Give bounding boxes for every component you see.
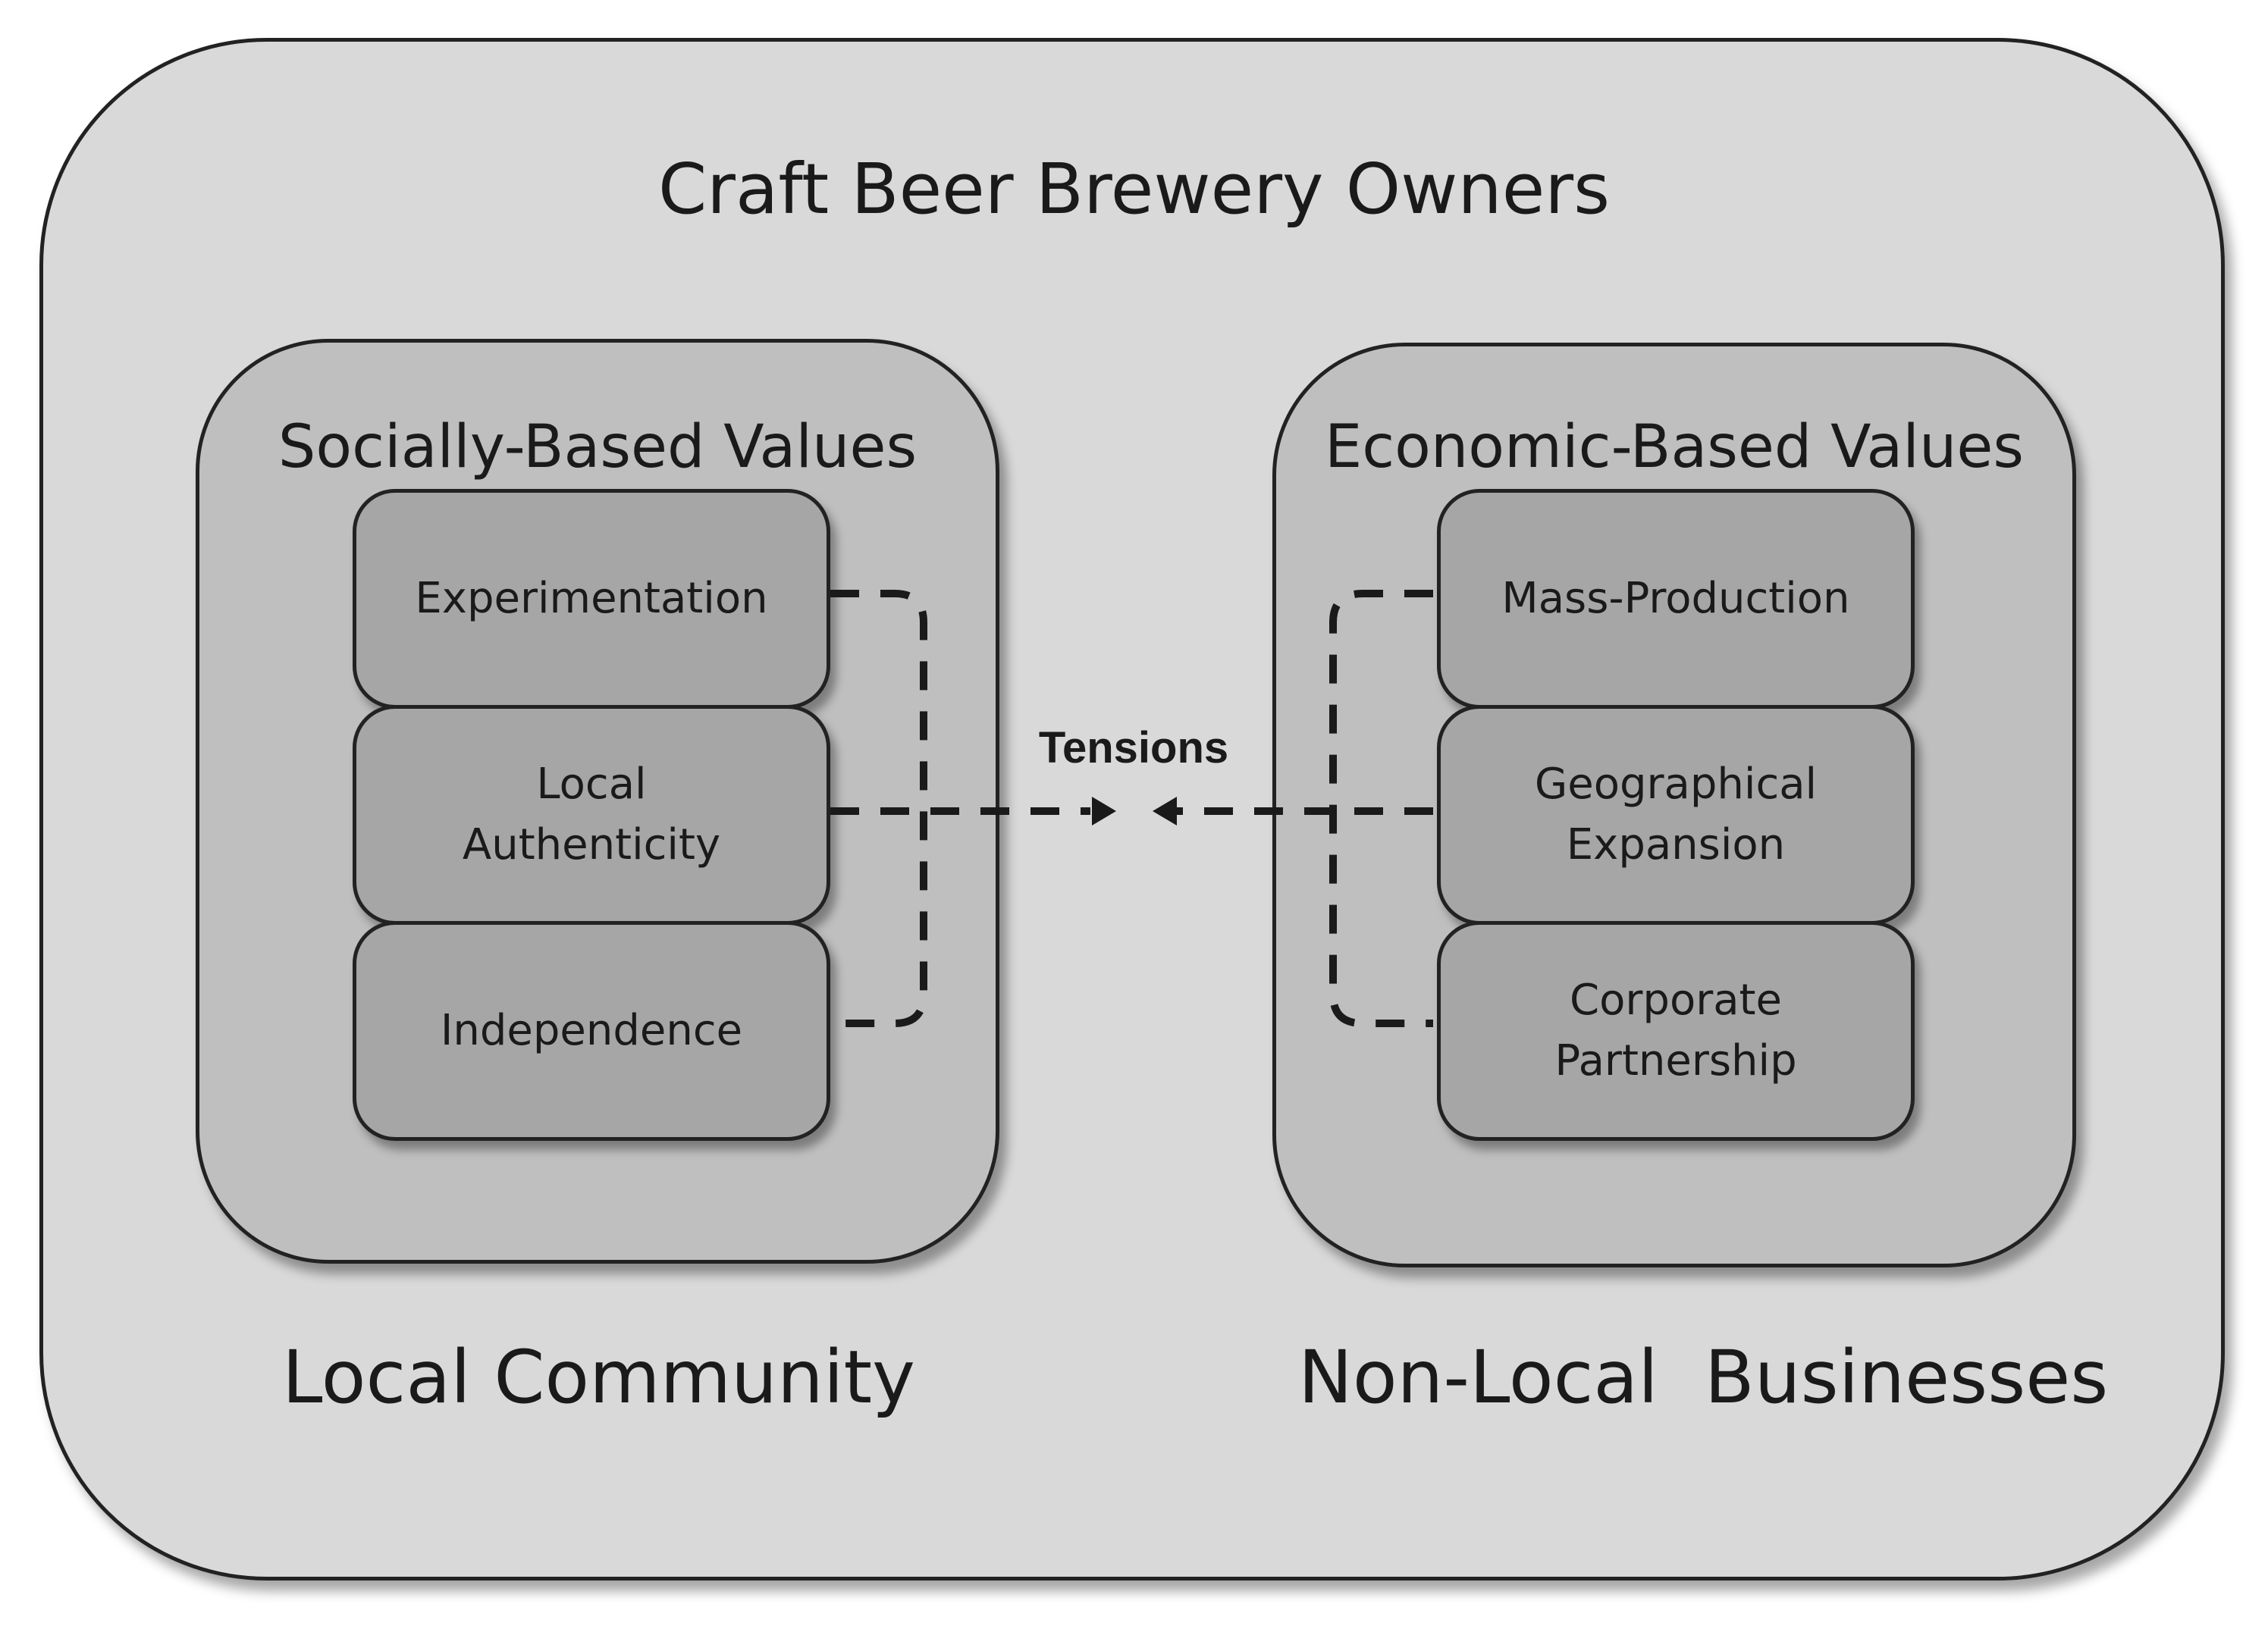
item-independence: Independence xyxy=(353,921,830,1141)
item-experimentation: Experimentation xyxy=(353,489,830,709)
item-corporate-partnership: Corporate Partnership xyxy=(1437,921,1915,1141)
item-local-authenticity-label: Local Authenticity xyxy=(462,760,721,869)
item-geographical-expansion-label: Geographical Expansion xyxy=(1534,760,1818,869)
socially-based-values-title: Socially-Based Values xyxy=(278,413,918,481)
item-geographical-expansion: Geographical Expansion xyxy=(1437,705,1915,925)
economic-based-values-title: Economic-Based Values xyxy=(1324,413,2025,481)
tensions-label: Tensions xyxy=(1038,723,1229,772)
item-independence-label: Independence xyxy=(440,1006,743,1055)
item-corporate-partnership-label: Corporate Partnership xyxy=(1554,976,1797,1086)
local-community-label: Local Community xyxy=(282,1335,915,1420)
item-experimentation-label: Experimentation xyxy=(415,574,768,623)
item-local-authenticity: Local Authenticity xyxy=(353,705,830,925)
item-mass-production: Mass-Production xyxy=(1437,489,1915,709)
non-local-businesses-label: Non-Local Businesses xyxy=(1298,1335,2109,1420)
diagram-title: Craft Beer Brewery Owners xyxy=(657,149,1611,230)
item-mass-production-label: Mass-Production xyxy=(1501,574,1850,623)
